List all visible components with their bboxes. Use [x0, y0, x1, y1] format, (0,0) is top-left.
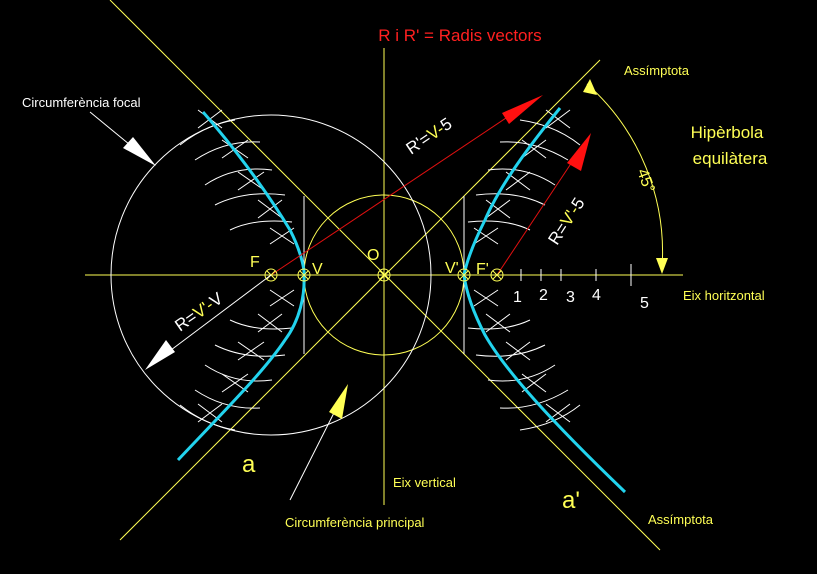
vector-r-left-arrowhead	[145, 340, 175, 370]
hyperbola-branch-right	[462, 107, 627, 494]
tick-label-4: 4	[592, 287, 601, 304]
arc-mark	[519, 119, 581, 146]
asymptote-top-label: Assímptota	[624, 63, 690, 78]
cross-mark	[473, 289, 499, 307]
point-label-v-prime: V'	[445, 260, 459, 277]
point-label-f: F	[250, 254, 260, 271]
point-label-f-prime: F'	[476, 261, 489, 278]
arc-mark	[179, 404, 236, 431]
focal-circle	[110, 114, 432, 436]
angle-arrow-bottom	[656, 258, 668, 274]
point-marker-f-prime	[490, 268, 504, 282]
focal-circle-label: Circumferència focal	[22, 95, 141, 110]
arc-mark	[467, 220, 531, 231]
arc-mark	[214, 193, 286, 206]
subtitle-line-1: Hipèrbola	[691, 123, 764, 142]
cross-mark	[521, 139, 547, 159]
arc-mark	[194, 141, 261, 161]
point-marker-o	[377, 268, 391, 282]
arc-mark	[214, 344, 286, 357]
vector-r-arrowhead	[567, 133, 591, 171]
arc-mark	[194, 389, 261, 409]
branch-left-label: a	[242, 451, 256, 478]
vector-r-line	[496, 149, 581, 276]
point-marker-v	[297, 268, 311, 282]
arc-mark	[204, 168, 273, 186]
tick-label-3: 3	[566, 289, 575, 306]
arc-mark	[229, 319, 293, 330]
arc-mark	[487, 168, 556, 186]
arc-mark	[487, 364, 556, 382]
tick-label-2: 2	[539, 287, 548, 304]
tick-label-5: 5	[640, 295, 649, 312]
cross-mark	[269, 289, 295, 307]
angle-arrow-top	[583, 79, 597, 95]
tick-label-1: 1	[513, 289, 522, 306]
arc-mark	[499, 141, 569, 161]
cross-mark	[257, 313, 283, 333]
cross-mark	[545, 403, 571, 423]
cross-mark	[257, 199, 283, 219]
cross-mark	[505, 341, 531, 361]
construction-arcs	[179, 119, 581, 431]
point-marker-v-prime	[457, 268, 471, 282]
asymptote-ascending	[119, 59, 601, 541]
vector-r-prime-line	[270, 103, 528, 276]
arc-mark	[467, 319, 531, 330]
cross-mark	[545, 109, 571, 129]
horizontal-axis-label: Eix horitzontal	[683, 288, 765, 303]
arc-mark	[475, 193, 546, 206]
cross-mark	[237, 171, 265, 191]
angle-arc	[586, 83, 664, 269]
principal-circle-label: Circumferència principal	[285, 515, 425, 530]
cross-mark	[237, 341, 265, 361]
vector-r-prime-arrowhead	[502, 95, 543, 124]
point-label-v: V	[312, 261, 323, 278]
axis-ticks	[520, 264, 632, 286]
vector-r-left-line	[154, 274, 272, 363]
vertical-axis-label: Eix vertical	[393, 475, 456, 490]
arc-mark	[204, 364, 273, 382]
point-label-o: O	[367, 247, 379, 264]
subtitle-line-2: equilàtera	[693, 149, 768, 168]
focal-circle-pointer-arrowhead	[123, 137, 156, 166]
arc-mark	[499, 389, 569, 409]
asymptote-bottom-label: Assímptota	[648, 512, 714, 527]
cross-mark	[473, 227, 499, 245]
cross-mark	[485, 199, 511, 219]
cross-mark	[485, 313, 511, 333]
branch-right-label: a'	[562, 487, 580, 514]
arc-mark	[179, 119, 236, 146]
principal-circle-pointer-arrowhead	[329, 384, 348, 419]
diagram-title: R i R' = Radis vectors	[378, 26, 541, 45]
construction-crosses	[197, 109, 571, 423]
